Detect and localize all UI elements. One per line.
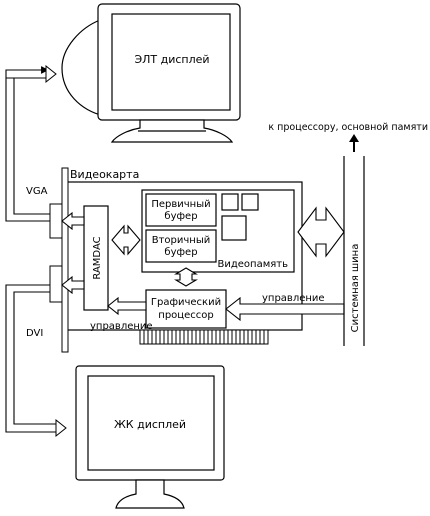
video-card-label: Видеокарта: [70, 168, 139, 181]
edge-connector: [139, 329, 269, 345]
vga-cable-outer: [0, 62, 50, 228]
system-bus-label: Системная шина: [350, 244, 361, 333]
secondary-buffer-line2: буфер: [164, 247, 197, 258]
primary-buffer-line1: Первичный: [151, 199, 210, 210]
gpu-block: [145, 289, 227, 329]
system-bus: [343, 156, 365, 346]
lcd-monitor-icon: [75, 365, 225, 509]
cpu-memory-arrow: [349, 134, 359, 152]
crt-monitor-icon: [61, 3, 241, 143]
gpu-ramdac-arrow: [107, 296, 147, 316]
ramdac-dvi-arrow: [61, 275, 85, 295]
control-label-right: управление: [262, 293, 325, 304]
ramdac-block: [83, 205, 109, 311]
memory-gpu-arrow: [174, 267, 198, 287]
lcd-label: ЖК дисплей: [114, 418, 186, 431]
control-label-left: управление: [90, 321, 153, 332]
cpu-memory-label: к процессору, основной памяти: [268, 122, 428, 133]
primary-buffer-line2: буфер: [164, 211, 197, 222]
ramdac-memory-arrow: [111, 224, 141, 256]
dvi-label: DVI: [26, 328, 43, 339]
gpu-label-line2: процессор: [158, 310, 213, 321]
crt-label: ЭЛТ дисплей: [134, 53, 209, 66]
bus-memory-arrow: [297, 206, 345, 258]
secondary-buffer-line1: Вторичный: [152, 235, 211, 246]
dvi-cable: [5, 284, 56, 433]
ramdac-vga-arrow: [61, 211, 85, 231]
vga-cable: [5, 66, 50, 222]
vga-label: VGA: [26, 186, 48, 197]
gpu-label-line1: Графический: [151, 297, 221, 308]
video-memory-label: Видеопамять: [218, 259, 289, 270]
video-memory-block: [141, 189, 295, 273]
ramdac-label: RAMDAC: [92, 236, 103, 279]
